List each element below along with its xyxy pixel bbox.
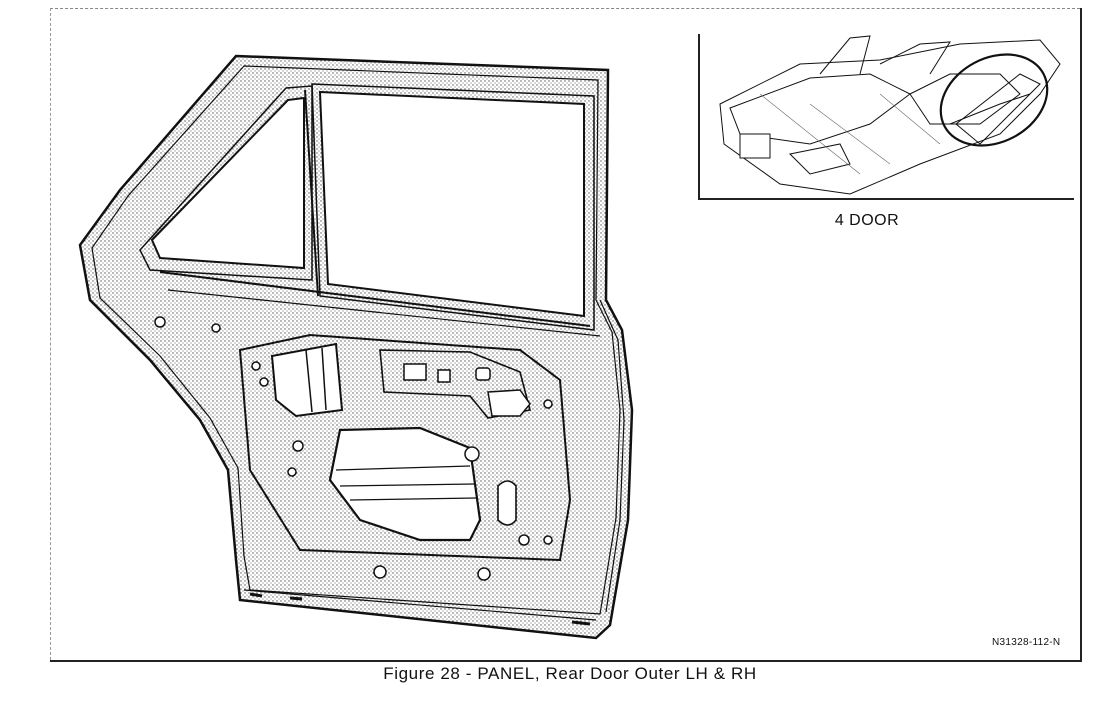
vehicle-location-inset xyxy=(698,34,1074,200)
figure-frame xyxy=(50,8,1082,662)
frame-top-border xyxy=(50,8,1080,9)
lower-access-opening xyxy=(328,426,482,542)
frame-left-border xyxy=(50,8,51,660)
inset-label: 4 DOOR xyxy=(834,212,900,229)
rear-door-highlight-circle xyxy=(939,53,1049,147)
vehicle-body-shell-sketch xyxy=(719,35,1061,195)
figure-reference-code: N31328-112-N xyxy=(992,637,1061,648)
figure-caption: Figure 28 - PANEL, Rear Door Outer LH & … xyxy=(383,664,757,683)
quarter-window-opening xyxy=(150,96,305,270)
main-window-opening xyxy=(318,90,585,318)
rear-door-panel-illustration xyxy=(78,54,634,640)
